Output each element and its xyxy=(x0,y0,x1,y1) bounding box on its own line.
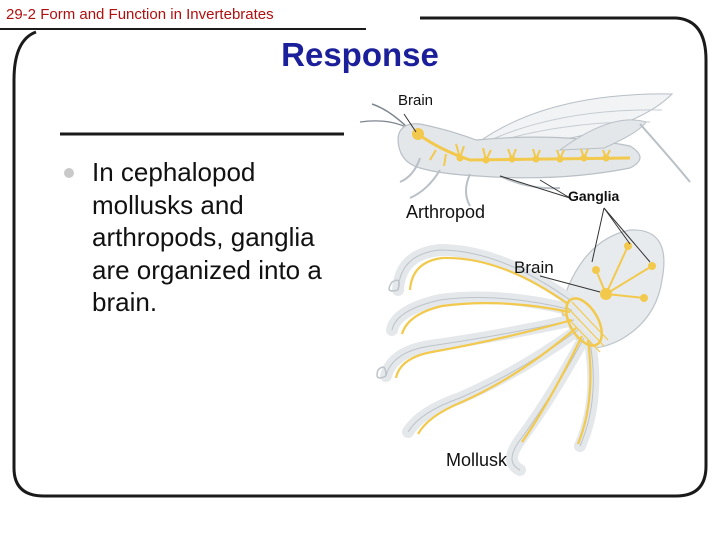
bullet-icon xyxy=(64,168,74,178)
pointer-lines xyxy=(403,113,651,293)
section-header: 29-2 Form and Function in Invertebrates xyxy=(6,6,274,23)
slide-title: Response xyxy=(0,36,720,74)
label-mollusk: Mollusk xyxy=(446,450,508,470)
slide-title-text: Response xyxy=(281,36,439,73)
arthropod-illustration xyxy=(359,93,691,207)
label-brain-arthropod: Brain xyxy=(398,92,434,109)
label-arthropod: Arthropod xyxy=(406,202,486,222)
label-brain-mollusk: Brain xyxy=(514,258,554,277)
bullet-text: In cephalopod mollusks and arthropods, g… xyxy=(92,157,322,317)
mollusk-illustration xyxy=(376,229,665,476)
label-ganglia: Ganglia xyxy=(568,188,620,204)
